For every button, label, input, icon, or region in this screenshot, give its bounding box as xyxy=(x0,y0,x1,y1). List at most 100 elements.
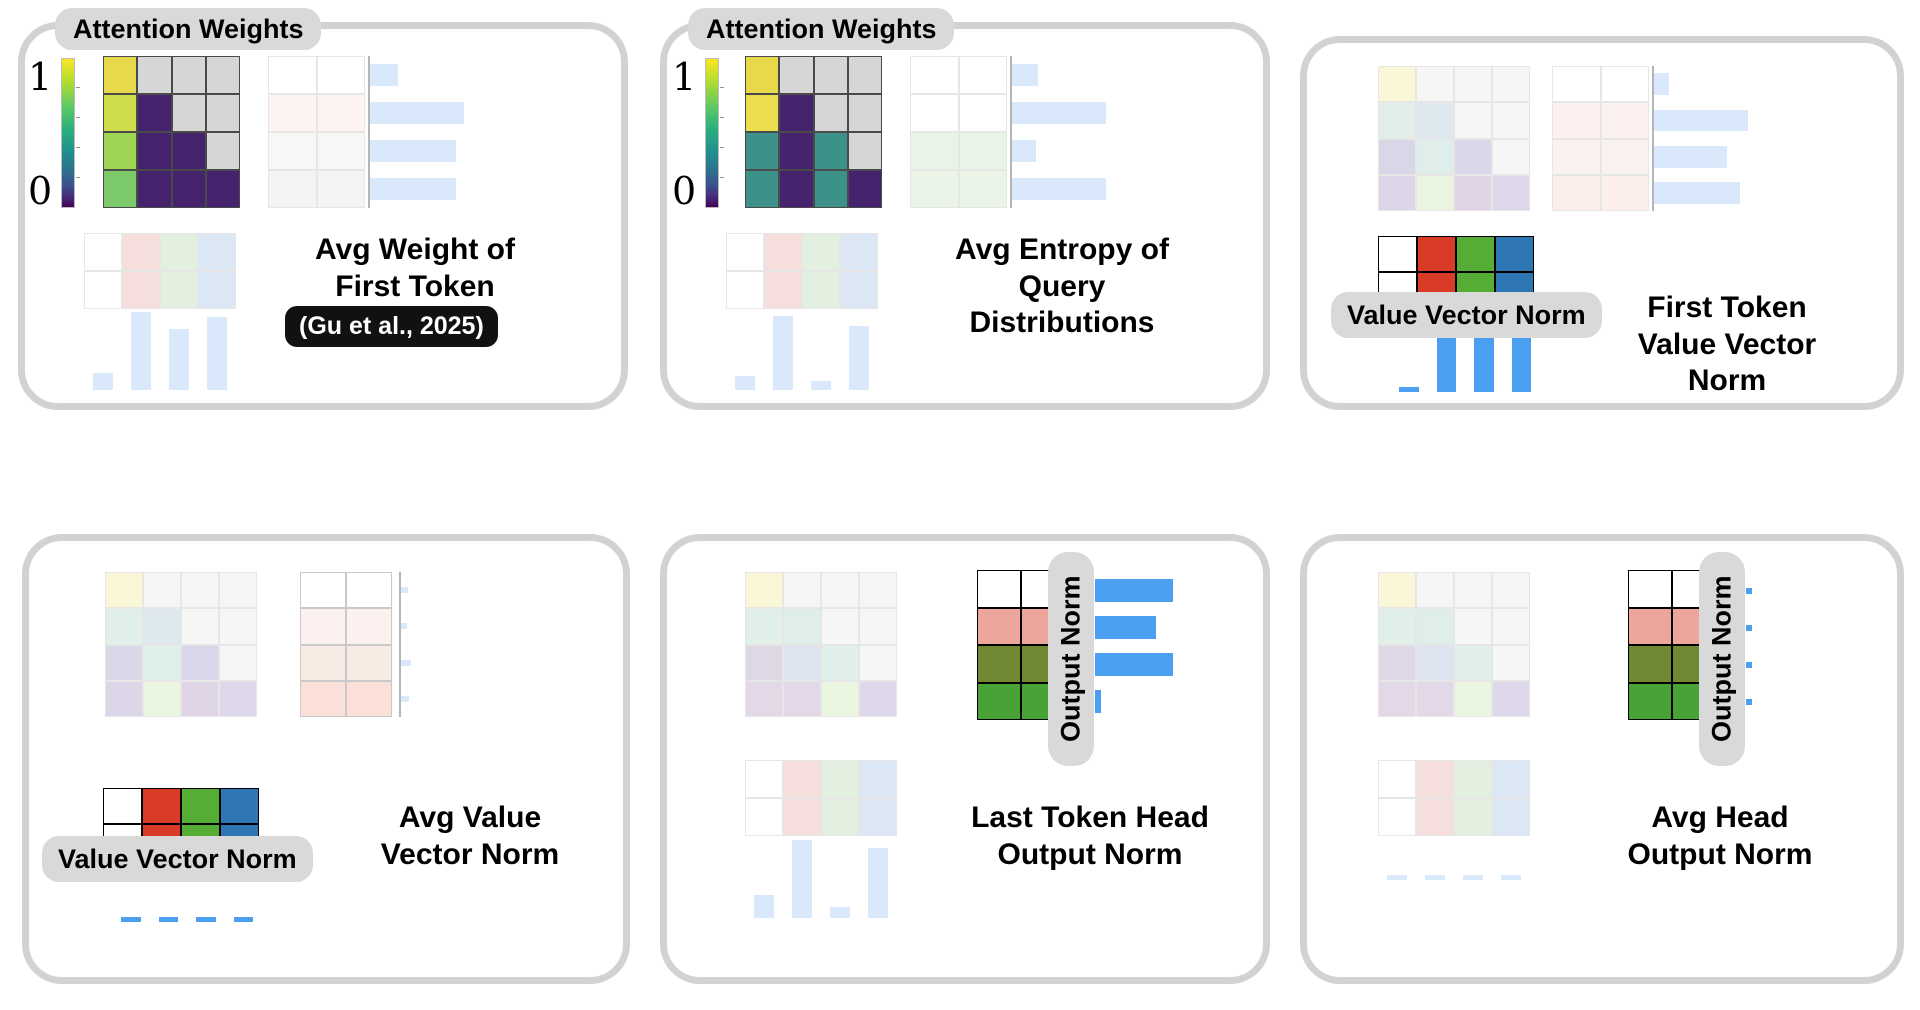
v-bar xyxy=(830,907,850,918)
panel-title-1: Avg Weight of First Token xyxy=(270,232,560,305)
panel-title-line: Avg Entropy of xyxy=(955,233,1169,266)
value-cell xyxy=(977,682,1021,720)
attention-cell xyxy=(847,170,882,208)
attention-cell xyxy=(181,680,219,717)
output-cell xyxy=(821,760,859,798)
attention-cell xyxy=(813,170,848,208)
v-bar xyxy=(735,375,755,390)
h-bar xyxy=(1654,109,1748,132)
output-cell xyxy=(84,233,122,271)
h-bar xyxy=(401,659,411,666)
h-bar xyxy=(370,177,457,201)
attention-cell xyxy=(219,644,257,681)
output-cell xyxy=(1495,236,1534,272)
attention-cell xyxy=(1492,138,1530,175)
panel-title-line: Vector Norm xyxy=(380,837,560,871)
v-bar xyxy=(811,380,831,390)
panel-title-line: Query xyxy=(1018,269,1106,303)
value-cell xyxy=(910,170,959,208)
h-bar xyxy=(401,587,408,594)
attention-cell xyxy=(103,56,138,94)
output-cell xyxy=(122,271,160,309)
value-cell xyxy=(910,132,959,170)
output-cell xyxy=(103,788,142,824)
attention-cell xyxy=(821,572,859,609)
value-cell xyxy=(268,170,317,208)
value-cell xyxy=(910,94,959,132)
h-bar xyxy=(1654,73,1670,95)
attention-cell xyxy=(1416,138,1454,175)
attention-cell xyxy=(1492,644,1530,681)
attention-cell xyxy=(745,572,783,609)
attention-cell xyxy=(1378,66,1416,103)
h-bar xyxy=(1746,624,1752,631)
attention-cell xyxy=(137,94,172,132)
colorbar-min-label-2: 0 xyxy=(672,169,697,213)
output-cell xyxy=(181,788,220,824)
attention-cell xyxy=(745,644,783,681)
value-grid-4 xyxy=(300,572,392,717)
output-cell xyxy=(745,760,783,798)
h-bar xyxy=(1095,653,1173,676)
v-bar xyxy=(773,315,793,390)
value-cell xyxy=(346,680,392,717)
output-cell xyxy=(859,760,897,798)
value-cell xyxy=(316,170,365,208)
value-cell xyxy=(268,56,317,94)
h-bar xyxy=(1746,661,1752,668)
v-bar xyxy=(158,917,178,922)
v-bar xyxy=(93,372,113,390)
attention-cell xyxy=(171,56,206,94)
h-bar xyxy=(1012,63,1039,87)
v-bar xyxy=(131,312,151,390)
value-cell xyxy=(1552,66,1601,103)
chip-output-norm-6: Output Norm xyxy=(1699,552,1745,766)
attention-cell xyxy=(1454,644,1492,681)
output-cell xyxy=(821,798,859,836)
h-bar xyxy=(1095,616,1156,639)
value-cell xyxy=(1552,174,1601,211)
chip-attention-weights-1: Attention Weights xyxy=(55,8,322,50)
panel-title-3: First Token Value Vector Norm xyxy=(1572,290,1882,400)
v-bar xyxy=(121,917,141,922)
output-cell xyxy=(1416,798,1454,836)
output-cell xyxy=(1454,760,1492,798)
v-bar xyxy=(849,326,869,390)
h-bar xyxy=(1654,182,1741,204)
h-bar xyxy=(1095,690,1101,713)
attention-cell xyxy=(745,132,780,170)
h-bar xyxy=(1654,145,1728,168)
attention-matrix-6 xyxy=(1378,572,1530,717)
attention-cell xyxy=(205,170,240,208)
panel-title-line: First Token xyxy=(1647,291,1807,324)
v-bar xyxy=(868,847,888,918)
attention-cell xyxy=(1492,174,1530,211)
attention-cell xyxy=(1492,608,1530,645)
attention-cell xyxy=(783,608,821,645)
output-cell xyxy=(1417,236,1456,272)
attention-cell xyxy=(137,170,172,208)
value-cell xyxy=(1628,570,1672,608)
attention-cell xyxy=(783,644,821,681)
output-cell xyxy=(198,271,236,309)
h-bars-5 xyxy=(1095,572,1173,720)
attention-cell xyxy=(137,132,172,170)
value-grid-1 xyxy=(268,56,365,208)
h-bar xyxy=(1095,579,1173,602)
output-cell xyxy=(1378,236,1417,272)
panel-title-line: Avg Head xyxy=(1651,801,1789,834)
value-cell xyxy=(958,132,1007,170)
output-cell xyxy=(745,798,783,836)
h-bars-1 xyxy=(370,56,464,208)
attention-cell xyxy=(1454,572,1492,609)
colorbar-max-label-1: 1 xyxy=(28,55,53,99)
panel-title-line: Output Norm xyxy=(1627,837,1813,871)
value-cell xyxy=(300,680,346,717)
attention-cell xyxy=(1416,66,1454,103)
attention-cell xyxy=(859,644,897,681)
output-cell xyxy=(84,271,122,309)
v-bar xyxy=(1474,335,1494,392)
h-bar xyxy=(1012,139,1037,163)
v-bar xyxy=(207,317,227,390)
h-bars-6 xyxy=(1746,572,1786,720)
